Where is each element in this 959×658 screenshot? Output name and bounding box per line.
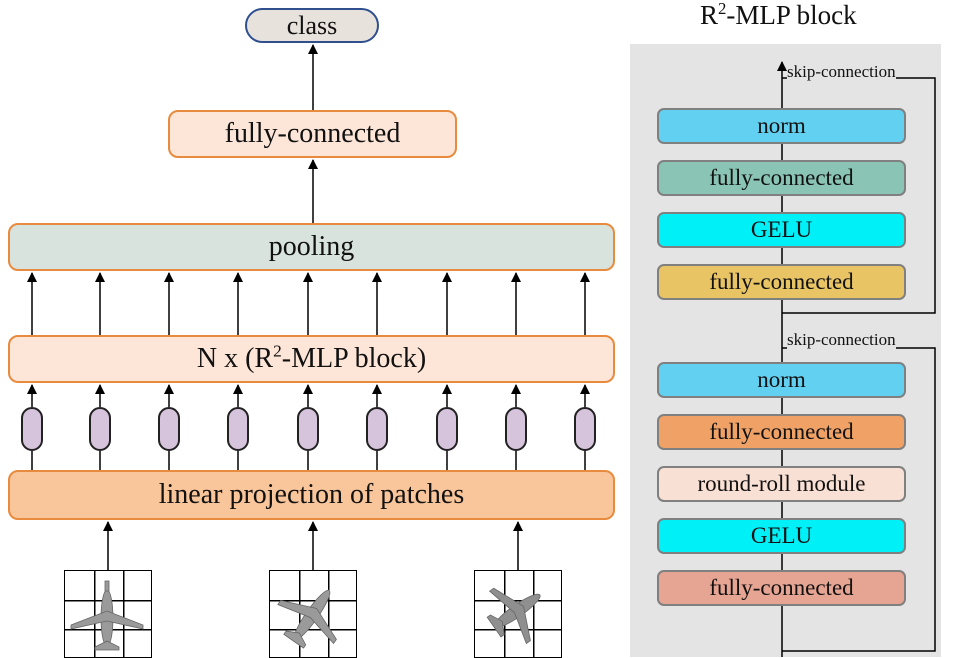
patch-token	[89, 407, 111, 451]
patch-token	[158, 407, 180, 451]
skip-connection-top-label: skip-connection	[787, 62, 896, 82]
airplane-icon	[70, 580, 144, 651]
fully-connected-layer-label: fully-connected	[709, 419, 854, 444]
skip-connection-bottom-label: skip-connection	[787, 330, 896, 350]
linear-projection-box: linear projection of patches	[8, 470, 615, 520]
norm-layer-label: norm	[757, 113, 806, 138]
patch-image-3	[474, 570, 562, 658]
gelu-layer-label: GELU	[750, 523, 813, 548]
airplane-icon	[277, 589, 337, 649]
mlp-stack-box: N x (R2-MLP block)	[8, 335, 615, 383]
pooling-label: pooling	[268, 231, 355, 262]
fully-connected-layer-label: fully-connected	[709, 269, 854, 294]
gelu-layer: GELU	[657, 212, 906, 248]
head-fully-connected-box: fully-connected	[168, 110, 457, 158]
linear-projection-label: linear projection of patches	[158, 479, 465, 510]
fully-connected-layer-label: fully-connected	[709, 165, 854, 190]
patch-token	[227, 407, 249, 451]
gelu-layer: GELU	[657, 518, 906, 554]
patch-image-2	[269, 570, 357, 658]
airplane-icon	[486, 587, 541, 645]
mlp-block-title: R2-MLP block	[700, 0, 857, 30]
pooling-box: pooling	[8, 223, 615, 271]
norm-layer-label: norm	[757, 367, 806, 392]
patch-token	[297, 407, 319, 451]
fully-connected-layer-label: fully-connected	[709, 575, 854, 600]
fully-connected-layer: fully-connected	[657, 570, 906, 606]
patch-token	[21, 407, 43, 451]
norm-layer: norm	[657, 362, 906, 398]
mlp-block-panel	[630, 44, 941, 657]
norm-layer: norm	[657, 108, 906, 144]
patch-token	[366, 407, 388, 451]
round-roll-module-label: round-roll module	[697, 471, 866, 496]
fully-connected-layer: fully-connected	[657, 414, 906, 450]
fully-connected-layer: fully-connected	[657, 264, 906, 300]
class-node: class	[245, 8, 379, 43]
mlp-stack-label: N x (R2-MLP block)	[196, 341, 427, 374]
class-label: class	[286, 10, 338, 40]
fully-connected-layer: fully-connected	[657, 160, 906, 196]
head-fully-connected-label: fully-connected	[224, 118, 401, 149]
gelu-layer-label: GELU	[750, 217, 813, 242]
patch-token	[436, 407, 458, 451]
round-roll-module: round-roll module	[657, 466, 906, 502]
patch-token	[574, 407, 596, 451]
patch-token	[505, 407, 527, 451]
